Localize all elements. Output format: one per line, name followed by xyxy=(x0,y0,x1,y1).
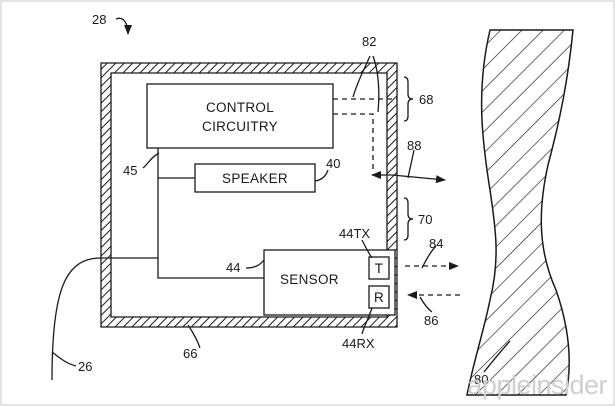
ref-70: 70 xyxy=(418,212,432,227)
ref-40: 40 xyxy=(326,156,340,171)
speaker-box xyxy=(194,163,316,193)
bracket-70 xyxy=(403,197,414,241)
bracket-68 xyxy=(403,76,414,122)
control-circuitry-box xyxy=(146,83,334,149)
ref-88: 88 xyxy=(407,138,421,153)
signal-paths xyxy=(333,55,397,172)
ref-82: 82 xyxy=(362,34,376,49)
ref-26: 26 xyxy=(78,359,92,374)
ref-80: 80 xyxy=(474,372,488,387)
ref-44: 44 xyxy=(226,260,240,275)
ref-44tx: 44TX xyxy=(339,226,370,241)
ref-86: 86 xyxy=(424,313,438,328)
internal-wiring xyxy=(101,148,264,279)
speaker-label: SPEAKER xyxy=(222,171,288,186)
ref-28: 28 xyxy=(92,12,106,27)
ref-68: 68 xyxy=(419,92,433,107)
watermark: appleinsider xyxy=(467,370,607,400)
ref-66: 66 xyxy=(183,346,197,361)
control-circuitry-label-1: CONTROL xyxy=(206,100,274,115)
cable xyxy=(51,257,102,381)
receiver-letter: R xyxy=(374,290,384,305)
transmitter-letter: T xyxy=(375,261,384,276)
external-object xyxy=(466,29,574,396)
sensor-label: SENSOR xyxy=(280,272,339,287)
ref-84: 84 xyxy=(429,236,443,251)
arrow-88-right xyxy=(391,174,446,184)
transmitter-box xyxy=(368,256,390,280)
ref-45: 45 xyxy=(123,163,137,178)
ref-44rx: 44RX xyxy=(342,336,375,351)
receiver-box xyxy=(368,285,390,309)
device-arrow xyxy=(115,17,132,35)
housing xyxy=(100,62,398,328)
leader-lines xyxy=(51,152,511,373)
control-circuitry-label-2: CIRCUITRY xyxy=(202,119,278,134)
